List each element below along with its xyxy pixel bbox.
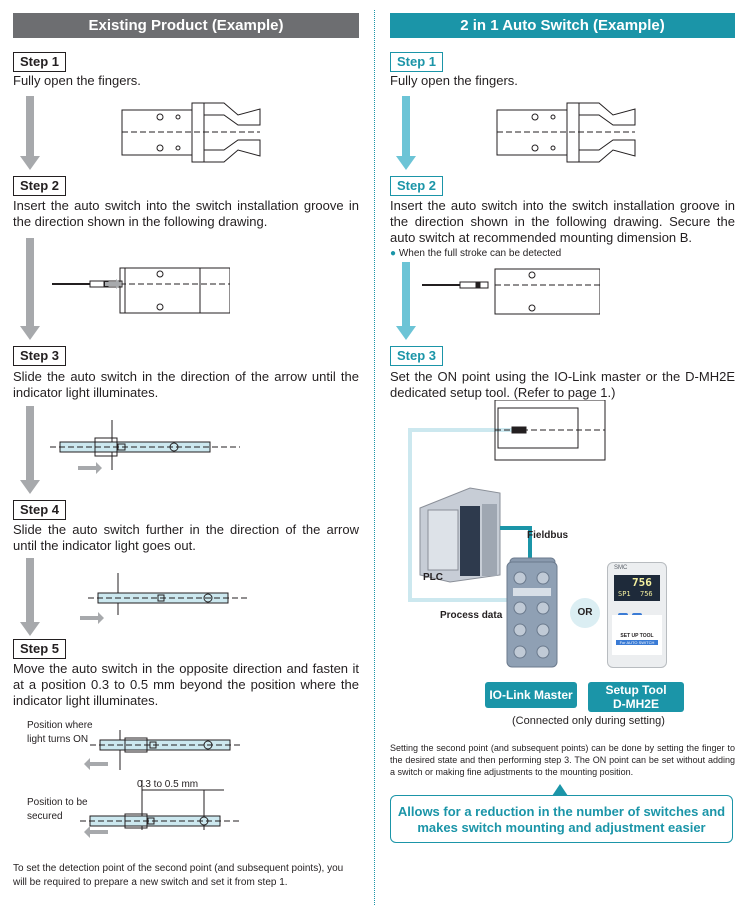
column-divider: [374, 10, 375, 905]
display-value: 756: [632, 576, 652, 589]
setup-tool-panel: SET UP TOOL For AUTO SWITCH: [612, 615, 662, 655]
dimension-label: 0.3 to 0.5 mm: [137, 779, 199, 790]
left-step5-text: Move the auto switch in the opposite dir…: [13, 661, 359, 708]
right-step2-text: Insert the auto switch into the switch i…: [390, 198, 735, 245]
setup-tool-device: SMC 756 SP1 756 SET UP TOOL For AUTO SWI…: [607, 562, 667, 668]
right-step3-label: Step 3: [390, 346, 444, 366]
left-step2-label: Step 2: [13, 176, 67, 196]
left-step3-slide-drawing: [50, 420, 240, 474]
right-column-heading: 2 in 1 Auto Switch (Example): [390, 13, 735, 38]
display-sp-label: SP1: [618, 590, 631, 598]
right-step1-arrow: [396, 96, 416, 170]
right-step2-insert-drawing: [422, 268, 600, 315]
left-step3-arrow: [20, 406, 40, 494]
left-footer: To set the detection point of the second…: [13, 863, 344, 888]
secured-label: Position to be secured: [27, 797, 88, 822]
right-step2-arrow: [396, 262, 416, 340]
connected-note: (Connected only during setting): [512, 715, 665, 727]
right-footer: Setting the second point (and subsequent…: [390, 743, 735, 777]
left-step1-arrow: [20, 96, 40, 170]
right-step2-note-text: When the full stroke can be detected: [398, 248, 562, 259]
left-step2-arrow: [20, 238, 40, 340]
note-bullet-icon: ●: [390, 248, 397, 259]
left-step5-fasten-drawing: [80, 730, 240, 838]
left-step2-insert-drawing: [52, 267, 230, 314]
fieldbus-label: Fieldbus: [527, 530, 569, 541]
setup-tool-label-line1: Setup Tool: [605, 683, 667, 697]
tool-subtitle: For AUTO SWITCH: [616, 640, 658, 645]
setup-tool-label-line2: D-MH2E: [612, 697, 659, 711]
setup-tool-display: 756 SP1 756: [614, 575, 660, 601]
callout-pointer: [552, 784, 568, 796]
io-link-master-device: [506, 561, 558, 668]
tool-title: SET UP TOOL: [620, 633, 654, 639]
benefit-callout: Allows for a reduction in the number of …: [390, 795, 733, 843]
plc-label: PLC: [423, 572, 443, 583]
light-on-label: Position where light turns ON: [27, 720, 93, 745]
right-step1-gripper-drawing: [496, 102, 636, 163]
left-step4-text: Slide the auto switch further in the dir…: [13, 522, 359, 553]
process-data-label: Process data: [440, 610, 503, 621]
left-step4-arrow: [20, 558, 40, 636]
brand-logo: SMC: [614, 565, 628, 571]
right-step2-label: Step 2: [390, 176, 444, 196]
right-step3-text: Set the ON point using the IO-Link maste…: [390, 369, 735, 400]
left-step4-slide-drawing: [80, 573, 248, 624]
left-step1-text: Fully open the fingers.: [13, 73, 141, 88]
left-step3-text: Slide the auto switch in the direction o…: [13, 369, 359, 400]
left-step1-gripper-drawing: [121, 102, 261, 163]
left-step4-label: Step 4: [13, 500, 67, 520]
right-step1-text: Fully open the fingers.: [390, 73, 518, 88]
setup-tool-buttons: [618, 605, 656, 636]
io-link-master-label: IO-Link Master: [485, 682, 577, 708]
left-step2-text: Insert the auto switch into the switch i…: [13, 198, 359, 229]
right-step2-note: ● When the full stroke can be detected: [390, 247, 561, 261]
or-badge: OR: [570, 598, 600, 628]
setup-tool-label: Setup Tool D-MH2E: [588, 682, 684, 712]
left-column-heading: Existing Product (Example): [13, 13, 359, 38]
right-step1-label: Step 1: [390, 52, 444, 72]
left-step3-label: Step 3: [13, 346, 67, 366]
display-sp-value: 756: [640, 590, 653, 598]
left-step5-label: Step 5: [13, 639, 67, 659]
left-step1-label: Step 1: [13, 52, 67, 72]
